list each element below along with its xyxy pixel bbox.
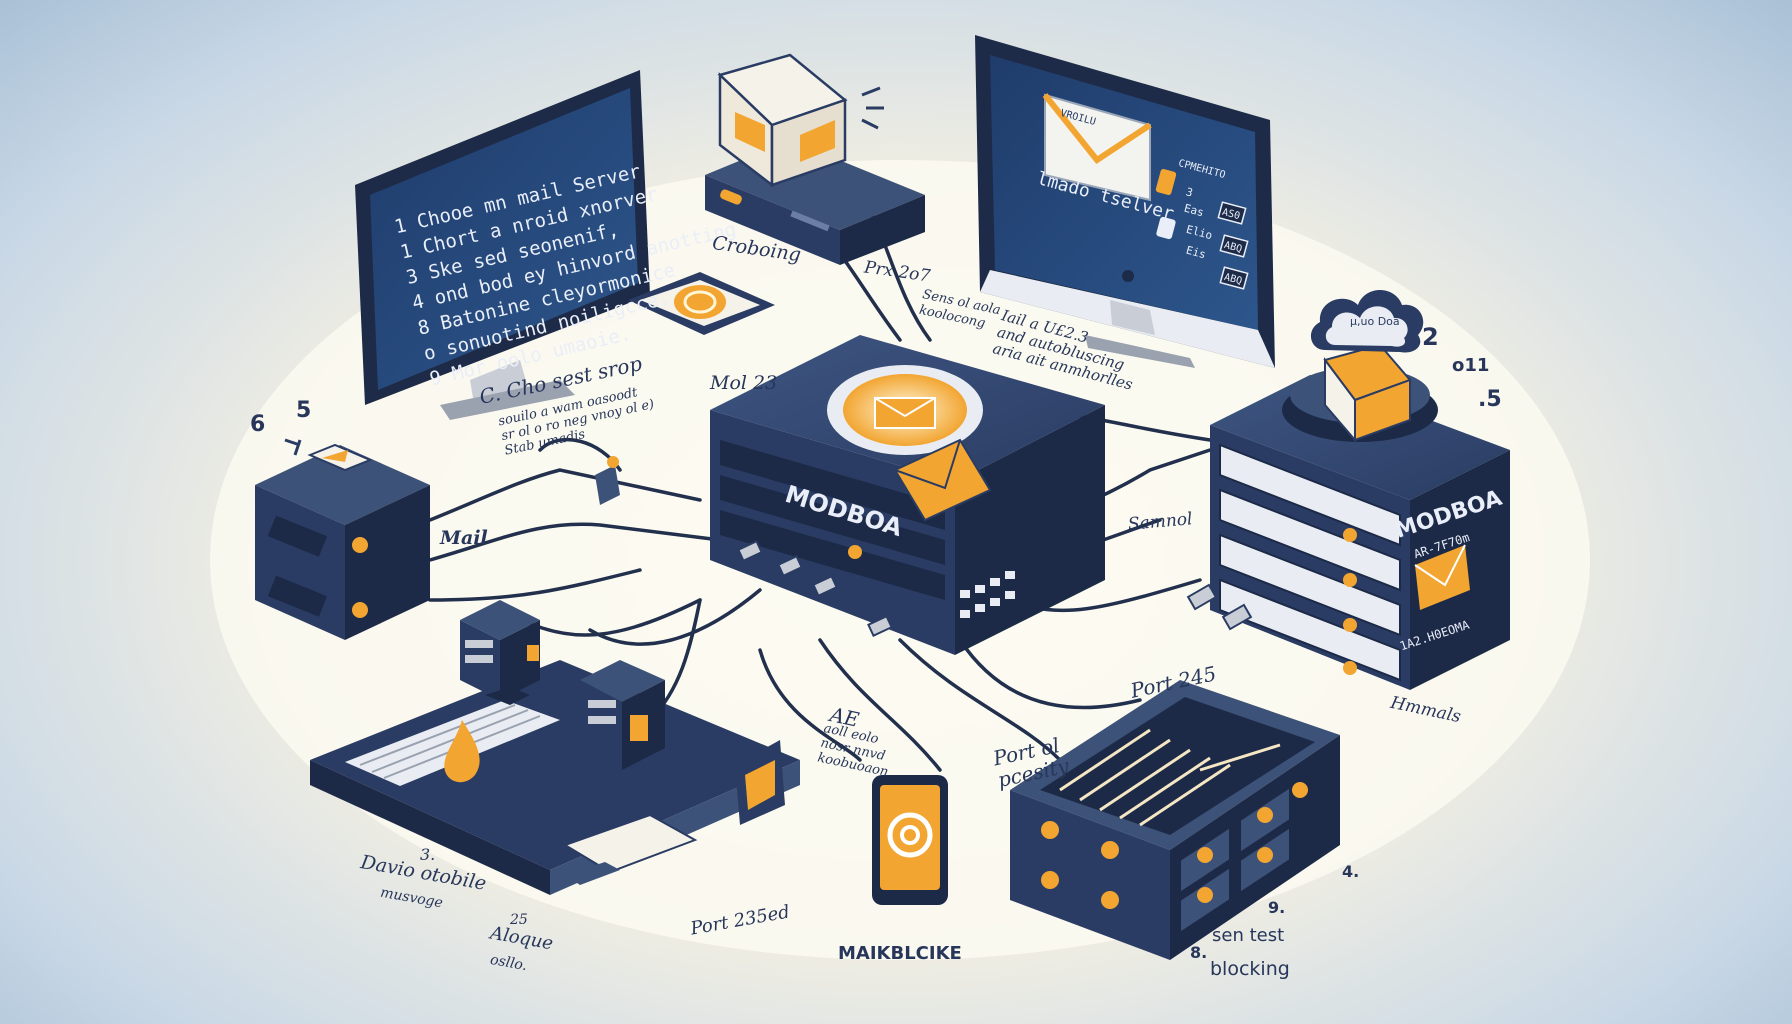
label-num6: 6: [250, 412, 266, 437]
left-monitor: [355, 70, 650, 420]
storage-array: [1010, 680, 1340, 960]
label-cloud: µ,uo Doa: [1350, 315, 1400, 328]
cloud-icon: [1310, 290, 1424, 353]
central-mail-server: [710, 335, 1105, 655]
workstation-desk: [310, 600, 800, 895]
right-server: [1186, 343, 1510, 690]
label-mol: Mol 23: [710, 372, 778, 394]
label-davio3: 3.: [420, 845, 436, 864]
label-num5b: .5: [1478, 387, 1502, 412]
label-num9: 9.: [1268, 898, 1286, 917]
label-num2: 2: [1422, 323, 1439, 351]
label-num4: 4.: [1342, 862, 1360, 881]
label-o11: o11: [1452, 355, 1490, 376]
label-num25: 25: [510, 912, 528, 928]
right-monitor: [975, 35, 1275, 368]
badge-device: [628, 272, 775, 335]
mobile-phone: [872, 775, 948, 905]
top-mail-router: [705, 53, 925, 265]
label-sen-test: sen test: [1212, 925, 1285, 946]
label-num5: 5: [296, 398, 312, 423]
network-cables: [428, 208, 1212, 772]
label-num8: 8.: [1190, 943, 1208, 962]
left-server-stack: [255, 438, 620, 640]
label-mail: Mail: [440, 527, 488, 549]
label-blocking: blocking: [1210, 958, 1290, 980]
label-maik: MAIKBLCIKE: [838, 943, 962, 964]
